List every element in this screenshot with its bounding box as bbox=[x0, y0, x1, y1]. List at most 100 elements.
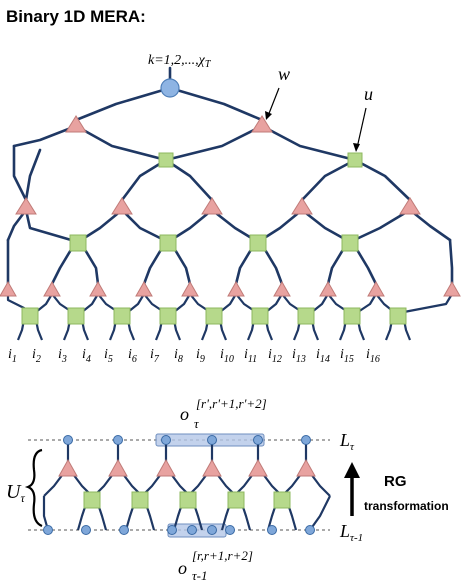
wire bbox=[82, 246, 100, 286]
site-node bbox=[161, 435, 171, 445]
site-label: i14 bbox=[316, 347, 330, 365]
disentangler-u bbox=[131, 491, 149, 509]
isometry-w bbox=[181, 280, 199, 297]
isometry-w bbox=[108, 458, 128, 477]
wire bbox=[403, 293, 453, 314]
site-node bbox=[207, 525, 217, 535]
isometry-w bbox=[291, 197, 313, 215]
arrow-w bbox=[267, 87, 280, 117]
isometry-w bbox=[0, 280, 17, 297]
wire bbox=[120, 208, 170, 244]
operator-top: o bbox=[180, 404, 189, 424]
site-label: i15 bbox=[340, 347, 354, 365]
site-label: i7 bbox=[150, 347, 160, 365]
L-bottom: Lτ-1 bbox=[339, 521, 363, 544]
operator-top-sup: [r',r'+1,r'+2] bbox=[196, 396, 267, 411]
wire bbox=[173, 293, 191, 313]
site-label: i16 bbox=[366, 347, 380, 365]
disentangler-u bbox=[389, 307, 407, 325]
disentangler-u bbox=[273, 491, 291, 509]
wire bbox=[120, 158, 168, 202]
rg-network bbox=[42, 435, 331, 535]
site-node bbox=[301, 435, 311, 445]
isometry-w bbox=[202, 458, 222, 477]
site-node bbox=[225, 525, 235, 535]
disentangler-u bbox=[67, 307, 85, 325]
isometry-w bbox=[273, 280, 291, 297]
site-label: i9 bbox=[196, 347, 205, 365]
site-node bbox=[43, 525, 53, 535]
disentangler-u bbox=[179, 491, 197, 509]
wire bbox=[12, 144, 28, 202]
wire bbox=[6, 208, 28, 242]
isometry-w bbox=[367, 280, 385, 297]
site-node bbox=[187, 525, 197, 535]
isometry-w bbox=[296, 458, 316, 477]
wire bbox=[42, 496, 50, 531]
wire bbox=[172, 246, 192, 286]
wire bbox=[24, 148, 42, 202]
disentangler-u bbox=[227, 491, 245, 509]
disentangler-u bbox=[83, 491, 101, 509]
isometry-w bbox=[399, 197, 421, 215]
top-label: k=1,2,...,χT bbox=[148, 53, 212, 70]
top-left-wire bbox=[74, 86, 172, 122]
site-label: i2 bbox=[32, 347, 41, 365]
diagram-title: Binary 1D MERA: bbox=[6, 7, 146, 26]
site-label: i3 bbox=[58, 347, 67, 365]
u-label: Uτ bbox=[6, 481, 25, 505]
operator-bottom-sup: [r,r+1,r+2] bbox=[192, 548, 253, 563]
L-top: Lτ bbox=[339, 430, 355, 453]
wire bbox=[24, 208, 80, 244]
wire bbox=[260, 124, 357, 162]
isometry-w bbox=[251, 115, 273, 133]
wire bbox=[311, 293, 329, 313]
label-u: u bbox=[364, 84, 373, 104]
operator-bottom: o bbox=[178, 558, 187, 578]
isometry-w bbox=[156, 458, 176, 477]
isometry-w bbox=[319, 280, 337, 297]
disentangler-u bbox=[69, 234, 87, 252]
operator-top-sub: τ bbox=[194, 416, 200, 431]
wire bbox=[142, 246, 164, 286]
wire bbox=[354, 246, 378, 286]
site-node bbox=[305, 525, 315, 535]
wire bbox=[448, 238, 454, 286]
wire bbox=[326, 246, 346, 286]
wire bbox=[348, 208, 412, 244]
isometry-w bbox=[89, 280, 107, 297]
rg-arrow-head bbox=[344, 462, 360, 478]
site-node bbox=[207, 435, 217, 445]
disentangler-u bbox=[158, 152, 174, 168]
wire bbox=[127, 293, 145, 313]
wire bbox=[35, 293, 53, 313]
label-w: w bbox=[278, 64, 290, 84]
isometry-w bbox=[58, 458, 78, 477]
arrow-w-head bbox=[265, 111, 272, 120]
isometry-w bbox=[227, 280, 245, 297]
disentangler-u bbox=[251, 307, 269, 325]
rg-diagram: o [r',r'+1,r'+2] τ Uτ Lτ Lτ-1 RG transfo… bbox=[6, 396, 449, 582]
site-label: i13 bbox=[292, 347, 306, 365]
disentangler-u bbox=[205, 307, 223, 325]
wire bbox=[357, 293, 377, 313]
disentangler-u bbox=[249, 234, 267, 252]
top-tensor bbox=[160, 78, 180, 98]
site-node bbox=[253, 435, 263, 445]
rg-sub-label: transformation bbox=[364, 499, 449, 513]
site-label: i11 bbox=[244, 347, 257, 365]
rg-label: RG bbox=[384, 473, 407, 490]
wire bbox=[408, 208, 452, 242]
site-node bbox=[267, 525, 277, 535]
wire bbox=[164, 158, 214, 202]
wire bbox=[50, 246, 74, 286]
disentangler-u bbox=[159, 234, 177, 252]
disentangler-u bbox=[21, 307, 39, 325]
site-label: i4 bbox=[82, 347, 91, 365]
wire bbox=[164, 124, 264, 162]
disentangler-u bbox=[347, 152, 363, 168]
disentangler-u bbox=[113, 307, 131, 325]
isometry-w bbox=[111, 197, 133, 215]
